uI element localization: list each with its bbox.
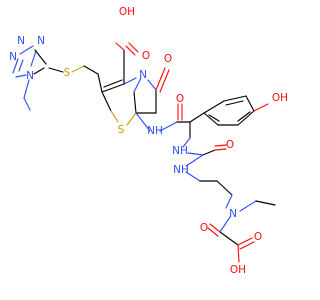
ethylene-chain [185, 171, 233, 209]
molecule-structure: OH O O N N N N S S N NH O OH NH O NH N O… [9, 6, 288, 276]
tetrazole-n3-label: N [9, 51, 17, 63]
thioether-s-label: S [64, 67, 71, 79]
lactam-o-label: O [164, 53, 172, 65]
acid-o-label: O [142, 50, 150, 62]
phenol-ring [203, 95, 269, 126]
oxo-o2-label: O [254, 231, 262, 243]
oxo-o1-label: O [200, 222, 208, 234]
oxalamic-acid [207, 216, 255, 263]
thioether-linker [71, 65, 99, 75]
amide-nh-label: NH [147, 125, 163, 137]
carboxylic-acid-top [115, 42, 139, 85]
urea-nh1-label: NH [172, 145, 188, 157]
ethyl-n-label: N [229, 208, 237, 220]
dihydrothiazine-ring [97, 73, 142, 126]
urea-nh2-label: NH [173, 164, 189, 176]
beta-lactam-ring [135, 67, 170, 114]
structure-drawing: OH O O N N N N S S N NH O OH NH O NH N O… [9, 6, 288, 276]
urea-o-label: O [226, 139, 234, 151]
oxo-oh-label: OH [230, 264, 246, 276]
atom-labels: OH O O N N N N S S N NH O OH NH O NH N O… [9, 6, 288, 276]
phenol-oh-label: OH [272, 92, 288, 104]
ring-s-label: S [118, 124, 125, 136]
tetrazole-n1-label: N [17, 35, 25, 47]
amide-chain [135, 103, 205, 139]
tetrazole-n4-label: N [26, 70, 34, 82]
tetrazole-ring [12, 45, 64, 99]
ring-n-label: N [139, 69, 147, 81]
amide-o-label: O [176, 93, 184, 105]
ethyl-group [239, 200, 276, 212]
acid-oh-label: OH [119, 6, 135, 18]
urea-linkage [182, 137, 227, 167]
tetrazole-n2-label: N [37, 35, 45, 47]
n-methyl [23, 97, 31, 111]
